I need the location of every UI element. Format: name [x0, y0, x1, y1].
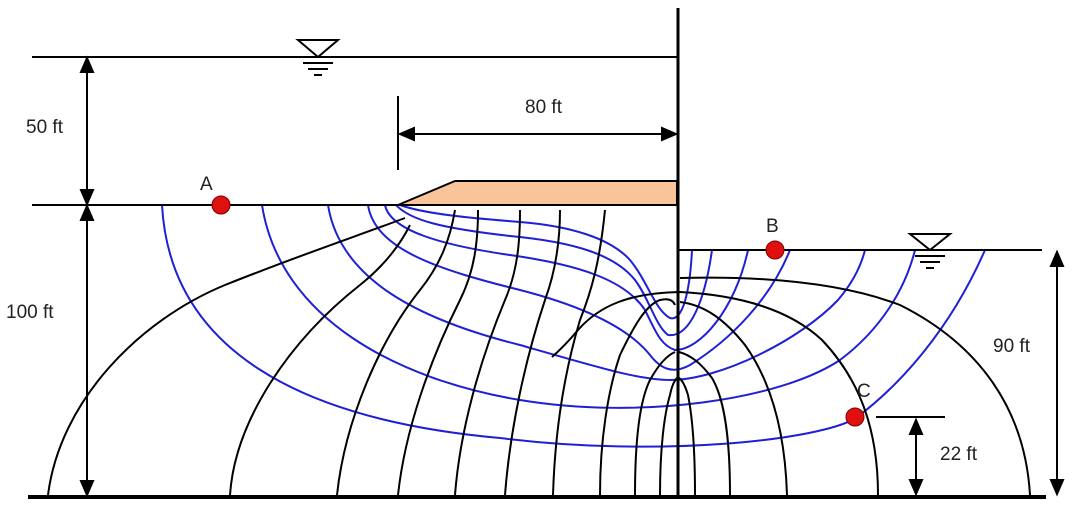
flow-line — [678, 351, 731, 496]
outer-flow-line — [47, 217, 406, 496]
flow-line — [397, 209, 479, 496]
flow-line — [551, 290, 879, 496]
equipotential-line — [161, 204, 986, 448]
point-c-marker — [845, 407, 865, 427]
upstream-blanket — [397, 180, 678, 206]
water-level-triangle-icon — [295, 39, 341, 76]
flow-lines — [47, 209, 1031, 496]
flow-line — [454, 209, 521, 496]
flow-line — [229, 224, 411, 496]
equipotential-line — [261, 204, 916, 409]
dimension-blanket-length — [397, 96, 679, 170]
outer-flow-line — [679, 276, 1031, 496]
equipotential-line — [395, 204, 713, 337]
point-b-marker — [765, 240, 785, 260]
surfaces — [32, 56, 1042, 251]
equipotential-line — [367, 204, 791, 371]
flow-line — [634, 351, 676, 496]
point-c-label: C — [857, 381, 871, 402]
dimension-upstream-head — [79, 55, 95, 207]
point-a-label: A — [200, 174, 213, 195]
dimension-downstream-depth — [1049, 249, 1065, 497]
dim-90ft-label: 90 ft — [993, 336, 1031, 357]
flow-line — [678, 377, 696, 496]
dimension-point-c-height — [876, 416, 945, 497]
dim-50ft-label: 50 ft — [26, 117, 64, 138]
dim-100ft-label: 100 ft — [6, 302, 54, 323]
flow-line — [552, 209, 606, 496]
flow-line — [336, 209, 456, 496]
point-b-label: B — [766, 216, 779, 237]
equipotential-line — [327, 204, 866, 382]
flow-line — [659, 377, 678, 496]
flow-line — [679, 301, 788, 496]
dim-22ft-label: 22 ft — [940, 444, 978, 465]
flow-line — [504, 209, 561, 496]
point-a-marker — [211, 195, 231, 215]
flow-line — [599, 298, 676, 496]
dimension-upstream-depth — [79, 203, 95, 498]
dim-80ft-label: 80 ft — [525, 97, 563, 118]
water-level-triangle-icon — [907, 233, 953, 269]
